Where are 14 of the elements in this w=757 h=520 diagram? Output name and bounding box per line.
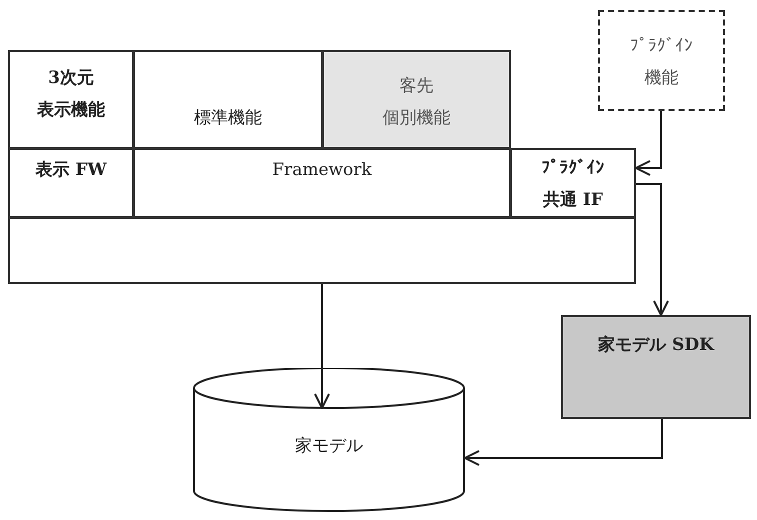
layer-box: 表示 FW (8, 148, 134, 218)
plugin-box: ﾌﾟﾗｸﾞｲﾝ機能 (598, 10, 725, 111)
arrow (635, 111, 662, 176)
layer-box: Framework (133, 148, 511, 218)
function-box: 客先個別機能 (322, 50, 511, 149)
platform-box (8, 217, 636, 284)
sdk-box: 家モデル SDK (561, 315, 751, 419)
arrow (464, 419, 663, 466)
arrow (314, 284, 330, 409)
database-cylinder: 家モデル (193, 368, 465, 512)
interface-box: ﾌﾟﾗｸﾞｲﾝ共通 IF (510, 148, 636, 218)
arrow (636, 183, 669, 316)
function-box: 3次元表示機能 (8, 50, 134, 149)
function-box: 標準機能 (133, 50, 323, 149)
